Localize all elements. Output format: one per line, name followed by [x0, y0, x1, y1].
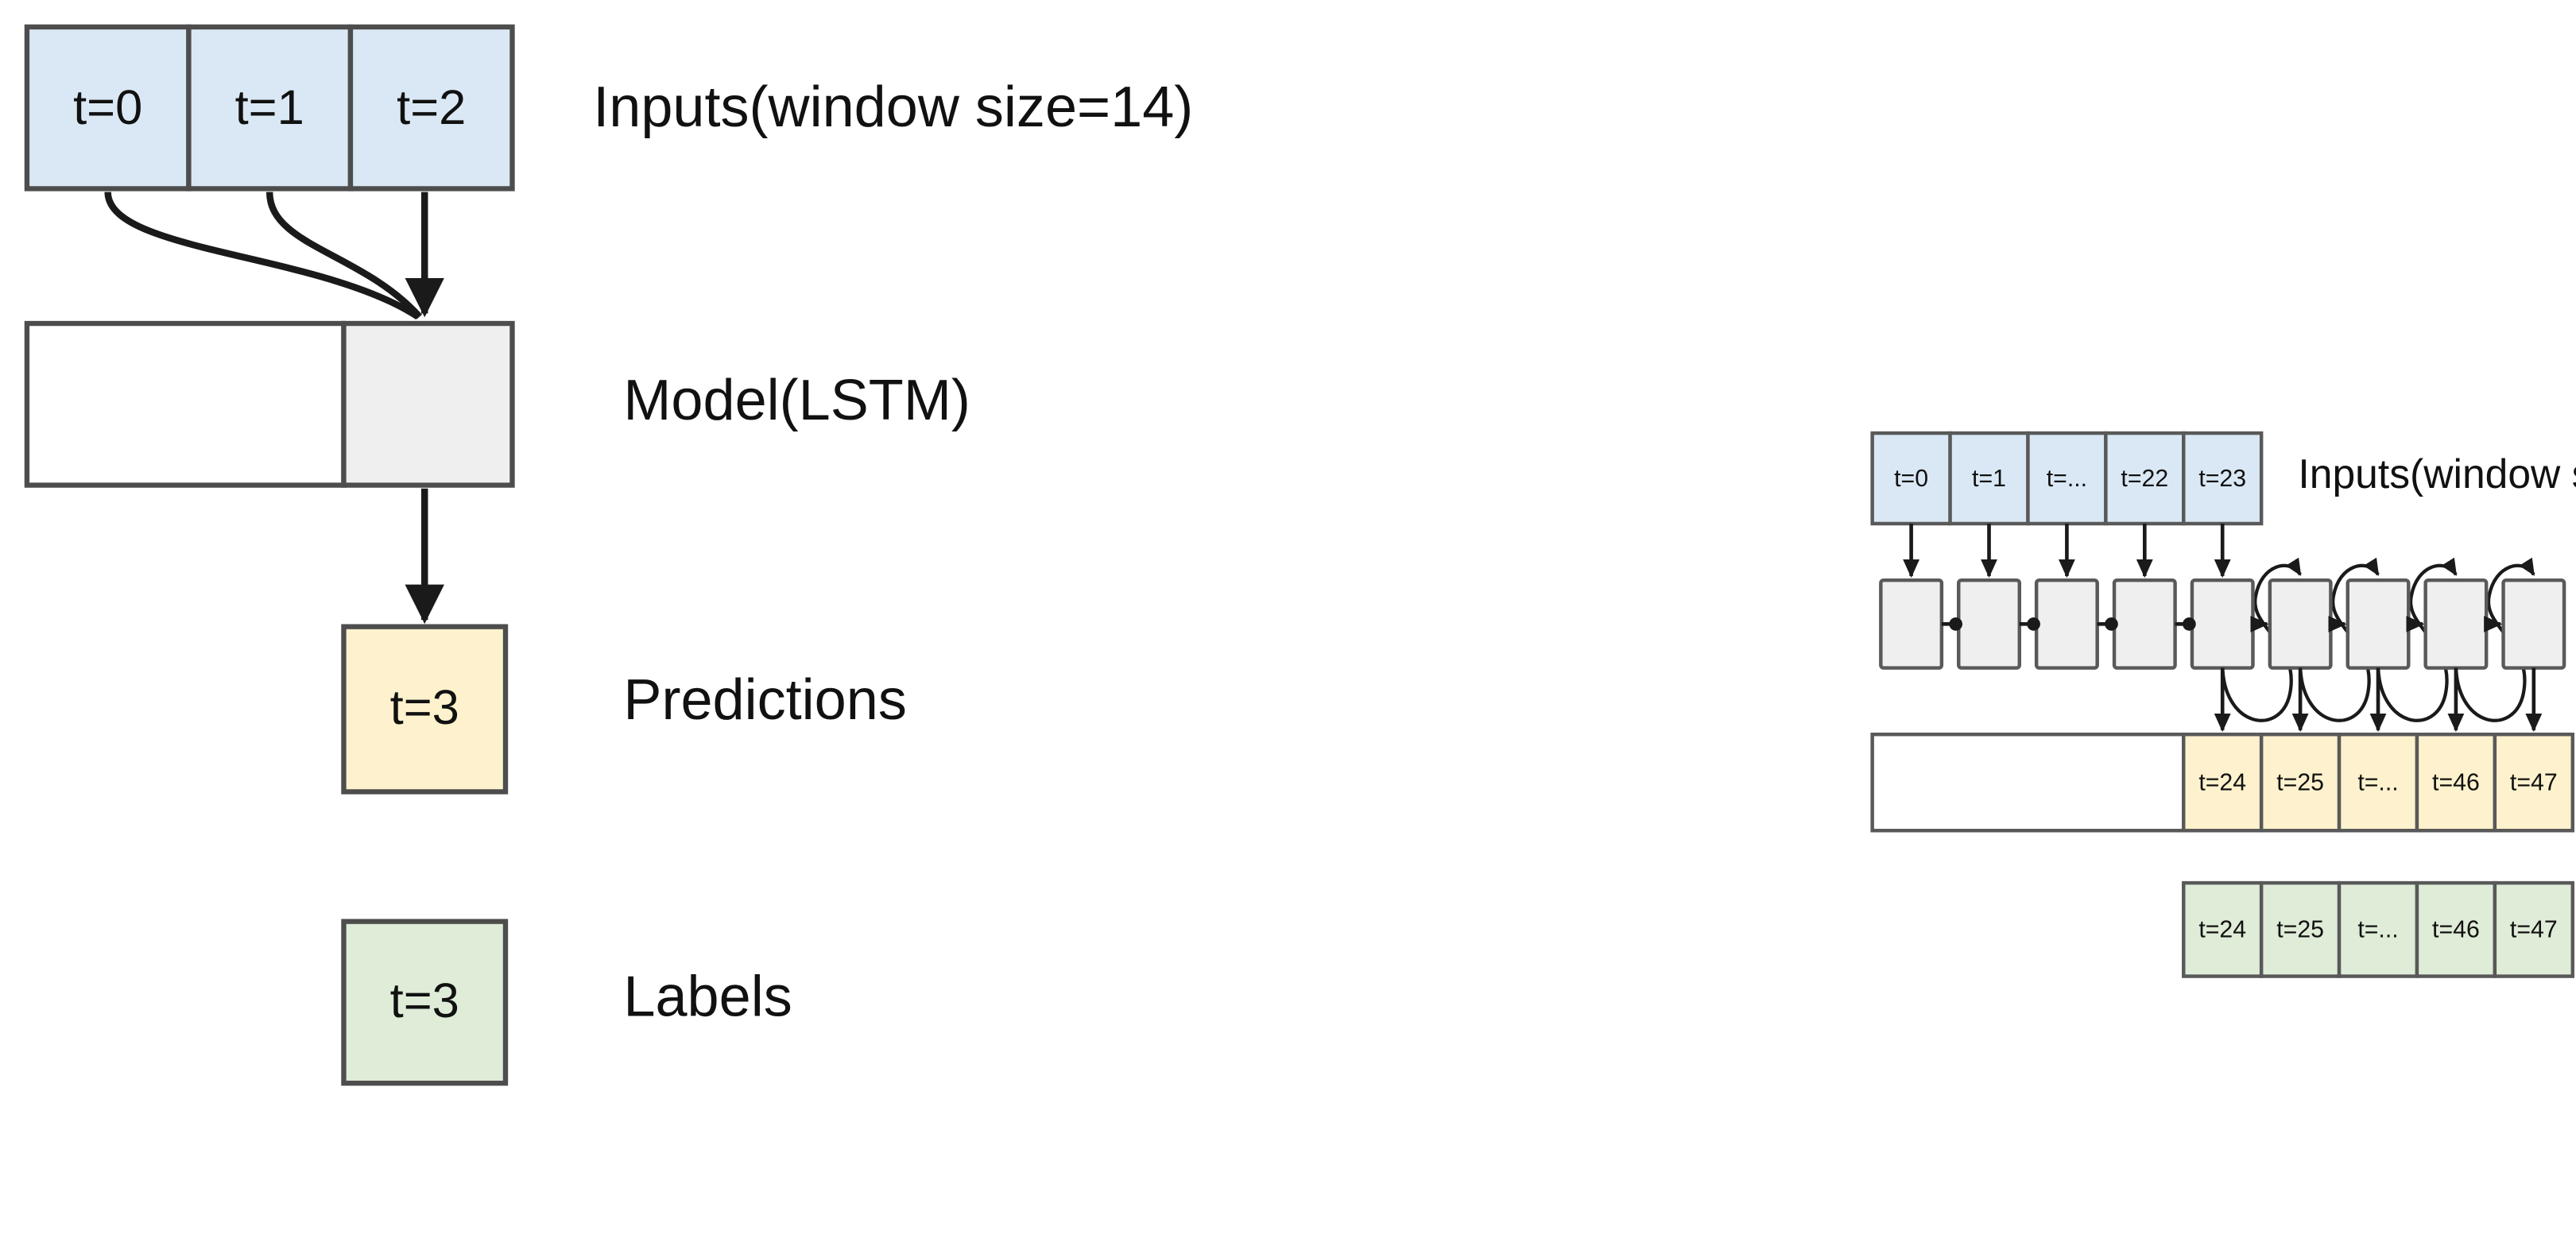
predictions-side-label: Predictions: [623, 668, 906, 732]
prediction-cell[interactable]: [2259, 732, 2342, 833]
prediction-cell[interactable]: [2182, 732, 2264, 833]
input-cell[interactable]: [1870, 431, 1952, 526]
inputs-side-label: Inputs(window size=14): [593, 75, 1193, 139]
panel-b: t=0 t=1 t=... t=22 t=23 Inputs(window si…: [1870, 431, 2576, 978]
panel-a-model-row: Model(LSTM): [24, 320, 970, 488]
input-cell-label: t=2: [397, 80, 466, 135]
prediction-cell[interactable]: [2337, 732, 2419, 833]
label-cell[interactable]: [2415, 880, 2497, 978]
lstm-cell[interactable]: [2190, 578, 2255, 670]
edge-input1-to-model: [265, 192, 423, 319]
input-cell-label: t=1: [1972, 466, 2006, 492]
lstm-cell[interactable]: [2346, 578, 2411, 670]
label-cell-label: t=...: [2357, 917, 2398, 943]
input-cell-label: t=...: [2047, 466, 2087, 492]
panel-a-labels-row: t=3 Labels: [341, 919, 792, 1086]
input-cell[interactable]: [1948, 431, 2030, 526]
panel-b-labels-row: t=24 t=25 t=... t=46 t=47 Labels: [2182, 880, 2574, 978]
panel-b-predictions-row: t=24 t=25 t=... t=46 t=47 Predictions (7…: [1870, 732, 2574, 833]
label-cell[interactable]: [2259, 880, 2342, 978]
prediction-cell-label: t=24: [2198, 770, 2246, 796]
label-cell[interactable]: [2337, 880, 2419, 978]
panel-a-input-to-model-edges: [104, 192, 444, 320]
label-cell-label: t=47: [2510, 917, 2558, 943]
model-cell-active[interactable]: [341, 320, 515, 488]
lstm-cell[interactable]: [2112, 578, 2177, 670]
input-cell-label: t=23: [2198, 466, 2246, 492]
label-cell-label: t=24: [2198, 917, 2246, 943]
edge-input0-to-model: [104, 192, 420, 320]
prediction-cell[interactable]: [341, 624, 509, 795]
label-cell[interactable]: [2493, 880, 2574, 978]
prediction-cell[interactable]: [2415, 732, 2497, 833]
input-cell-label: t=22: [2121, 466, 2168, 492]
prediction-cell-label: t=25: [2276, 770, 2324, 796]
panel-b-input-to-model-edges: [1903, 523, 2231, 578]
prediction-cell-label: t=47: [2510, 770, 2558, 796]
prediction-cell-label: t=46: [2432, 770, 2480, 796]
prediction-cell-label: t=3: [390, 680, 459, 735]
lstm-cell[interactable]: [1879, 578, 1944, 670]
model-side-label: Model(LSTM): [623, 369, 970, 432]
panel-a-inputs-row: t=0 t=1 t=2 Inputs(window size=14): [24, 24, 1193, 192]
label-cell-label: t=46: [2432, 917, 2480, 943]
panel-b-model-row: Model(LSTM): [1879, 578, 2566, 670]
label-cell-label: t=25: [2276, 917, 2324, 943]
label-cell[interactable]: [341, 919, 509, 1086]
lstm-cell[interactable]: [2268, 578, 2333, 670]
prediction-cell-label: t=...: [2357, 770, 2398, 796]
inputs-side-label: Inputs(window size = 20, 30, 40, 50): [2298, 451, 2576, 497]
input-cell[interactable]: [24, 24, 192, 192]
label-cell[interactable]: [2182, 880, 2264, 978]
labels-side-label: Labels: [623, 965, 792, 1028]
input-cell-label: t=0: [73, 80, 142, 135]
panel-a-predictions-row: t=3 Predictions: [341, 624, 907, 795]
panel-a: t=0 t=1 t=2 Inputs(window size=14) Model…: [24, 24, 1193, 1086]
prediction-cell[interactable]: [2493, 732, 2574, 833]
lstm-cell[interactable]: [2501, 578, 2566, 670]
lstm-cell[interactable]: [2423, 578, 2489, 670]
input-cell[interactable]: [186, 24, 354, 192]
lstm-cell[interactable]: [2034, 578, 2099, 670]
panel-b-inputs-row: t=0 t=1 t=... t=22 t=23 Inputs(window si…: [1870, 431, 2576, 526]
panel-b-model-to-predictions-edges: [2214, 667, 2543, 733]
lstm-cell[interactable]: [1957, 578, 2022, 670]
label-cell-label: t=3: [390, 973, 459, 1028]
input-cell-label: t=1: [235, 80, 304, 135]
prediction-cell-empty[interactable]: [1870, 732, 2186, 833]
input-cell[interactable]: [347, 24, 515, 192]
input-cell-label: t=0: [1894, 466, 1928, 492]
model-cell-empty[interactable]: [24, 320, 347, 488]
